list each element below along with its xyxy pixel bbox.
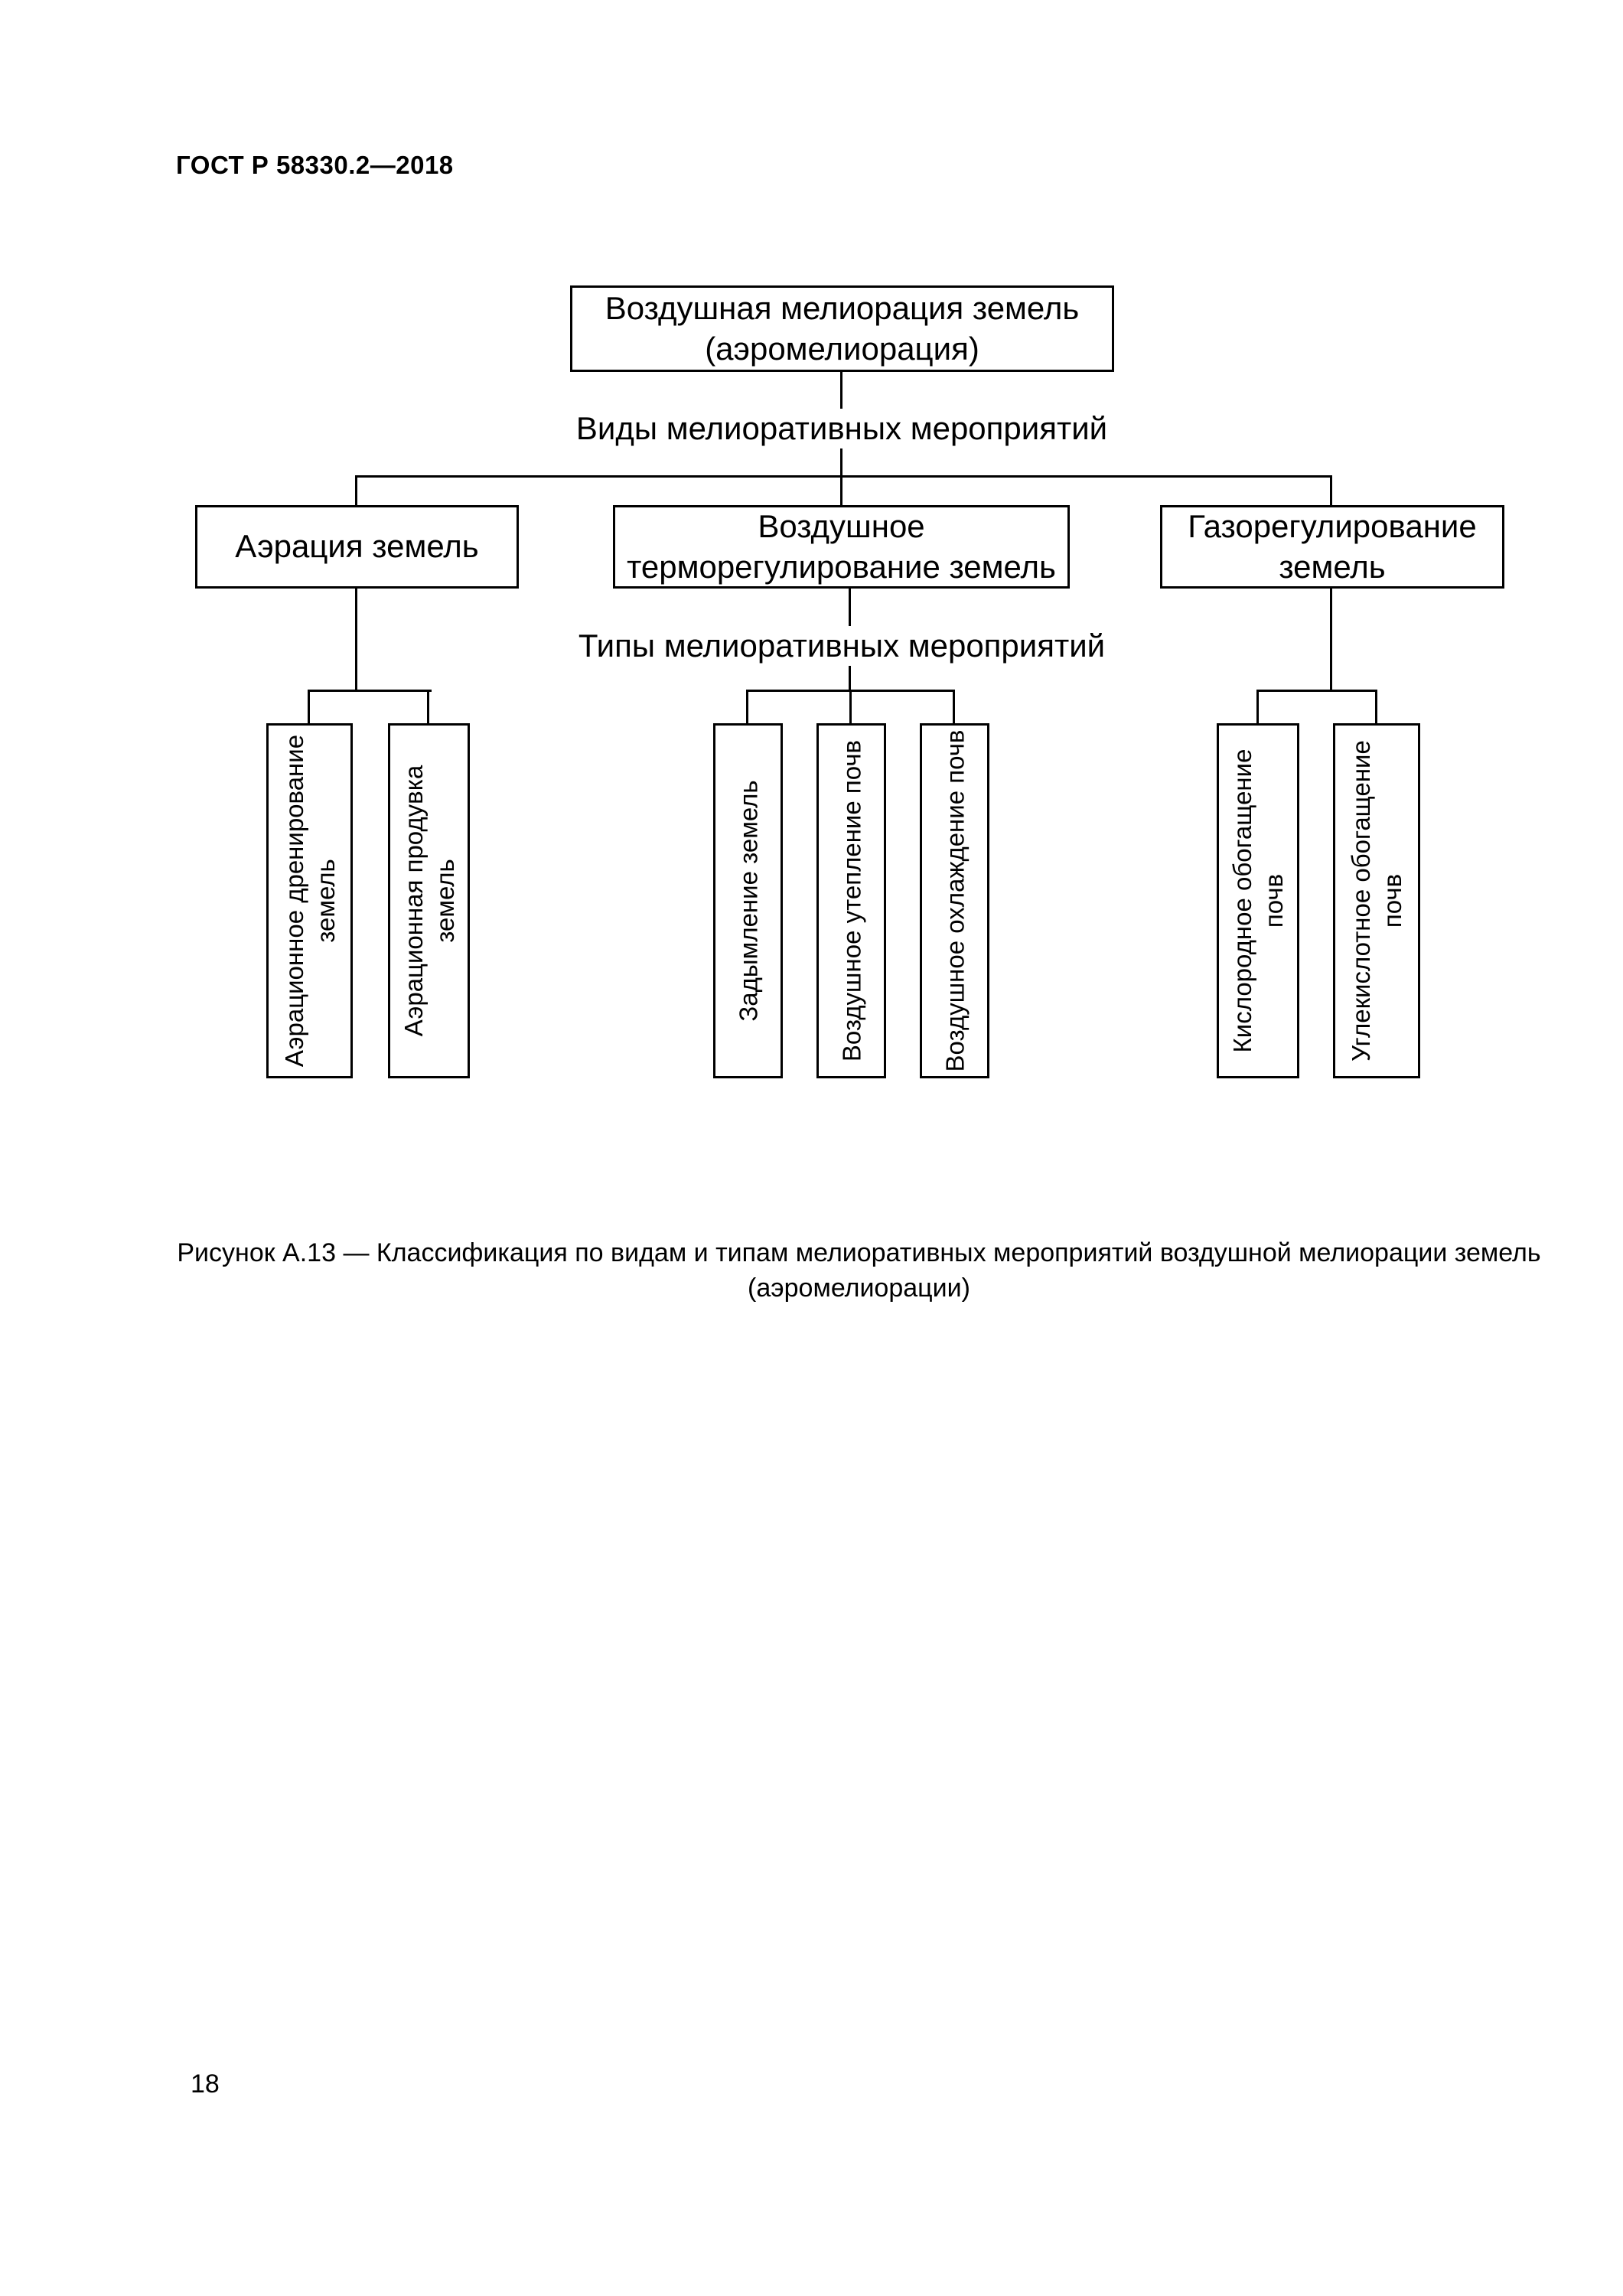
kinds-section-label: Виды мелиоративных мероприятий [421, 409, 1263, 448]
node-type-air-cooling: Воздушное охлаждение почв [920, 723, 989, 1078]
node-type-co2-enrichment: Углекислотное обогащение почв [1333, 723, 1420, 1078]
node-type-smoke: Задымление земель [713, 723, 783, 1078]
connector-right-subbranch [1256, 690, 1377, 692]
node-type-label: Углекислотное обогащение почв [1346, 740, 1406, 1062]
connector-leaf-drop [1375, 690, 1377, 723]
connector-leaf-drop [849, 690, 852, 723]
connector-leaf-drop [1256, 690, 1259, 723]
connector-leaf-drop [953, 690, 955, 723]
connector-kinds-branch [355, 475, 1332, 478]
connector-left-stem [355, 588, 357, 692]
connector-left-subbranch [308, 690, 432, 692]
connector-leaf-drop [746, 690, 748, 723]
page-number: 18 [191, 2069, 220, 2099]
node-type-oxygen-enrichment: Кислородное обогащение почв [1217, 723, 1299, 1078]
connector-leaf-drop [427, 690, 429, 723]
node-type-label: Аэрационное дренирование земель [279, 734, 340, 1068]
node-type-label: Воздушное охлаждение почв [940, 729, 969, 1072]
node-type-label: Задымление земель [733, 780, 762, 1022]
node-type-aeration-drainage: Аэрационное дренирование земель [266, 723, 353, 1078]
node-type-label: Кислородное обогащение почв [1227, 748, 1288, 1053]
node-root: Воздушная мелиорация земель (аэромелиора… [570, 285, 1114, 372]
node-kind-gas-regulation: Газорегулирование земель [1160, 505, 1504, 589]
types-section-label: Типы мелиоративных мероприятий [421, 626, 1263, 666]
node-type-label: Воздушное утепление почв [836, 739, 865, 1062]
node-kind-aeration: Аэрация земель [195, 505, 519, 589]
connector-leaf-drop [308, 690, 310, 723]
node-type-air-warming: Воздушное утепление почв [816, 723, 886, 1078]
connector-drop-right [1330, 475, 1332, 505]
node-type-label: Аэрационная продувка земель [399, 765, 459, 1037]
node-kind-thermoregulation: Воздушное терморегулирование земель [613, 505, 1070, 589]
node-type-aeration-blowing: Аэрационная продувка земель [388, 723, 470, 1078]
connector-right-stem [1330, 588, 1332, 692]
figure-caption: Рисунок А.13 — Классификация по видам и … [177, 1238, 1541, 1303]
document-header: ГОСТ Р 58330.2—2018 [176, 151, 454, 179]
connector-drop-left [355, 475, 357, 505]
